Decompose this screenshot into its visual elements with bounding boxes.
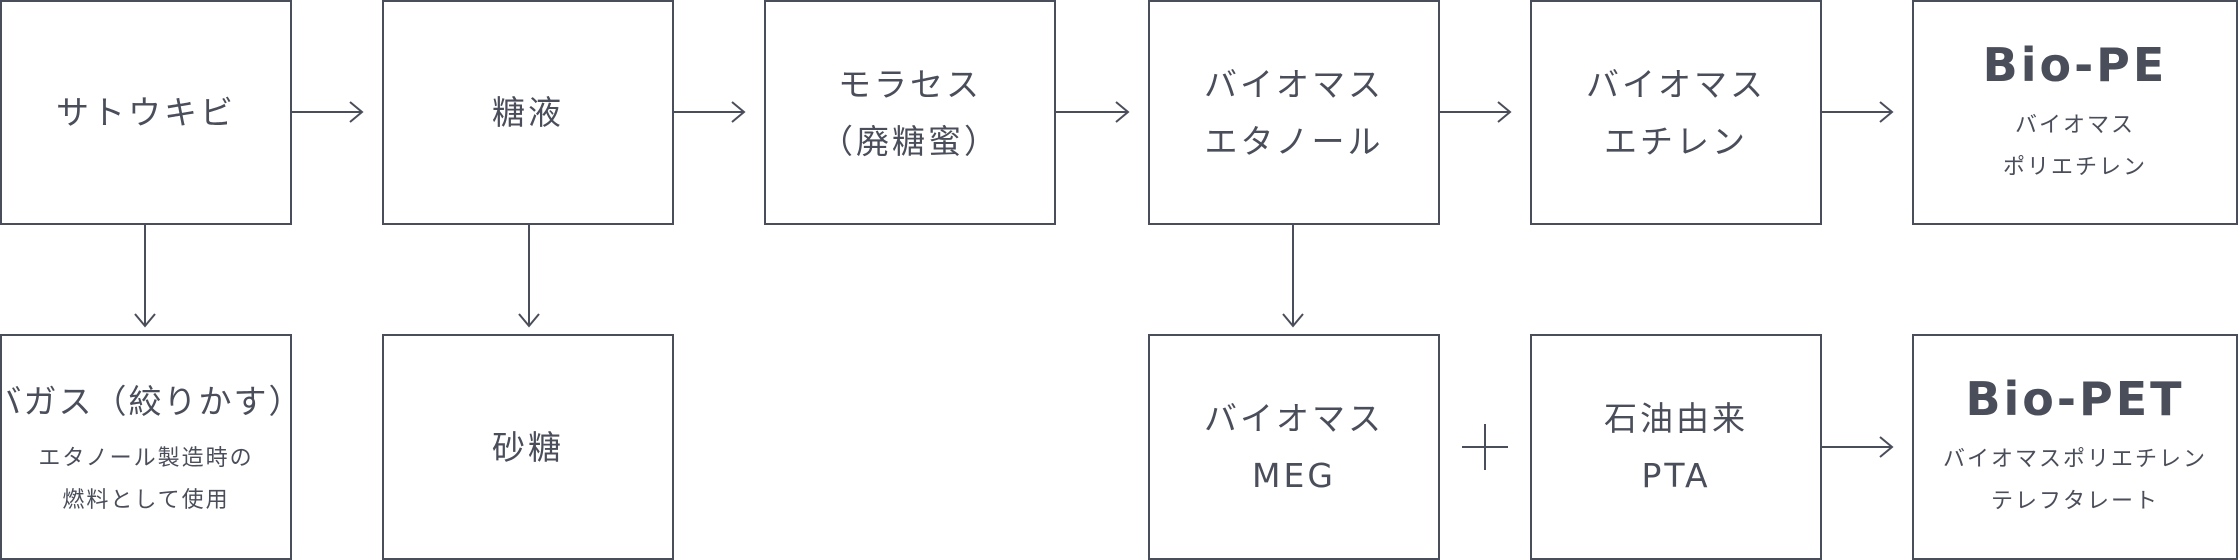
node-sugar-juice: 糖液 <box>382 0 674 225</box>
node-biomass-meg: バイオマス MEG <box>1148 334 1440 560</box>
node-biomass-meg-line2: MEG <box>1252 456 1336 495</box>
node-bio-pet-sub2: テレフタレート <box>1990 489 2159 514</box>
node-biomass-ethanol-line1: バイオマス <box>1204 64 1384 104</box>
node-bio-pe-title: Bio-PE <box>1982 37 2168 92</box>
node-biomass-ethylene-line1: バイオマス <box>1586 64 1766 104</box>
node-bagasse-title: バガス（絞りかす） <box>0 382 304 421</box>
arrow-juice-to-molasses <box>674 101 746 123</box>
node-sugarcane-label: サトウキビ <box>56 93 236 132</box>
node-bagasse: バガス（絞りかす） エタノール製造時の 燃料として使用 <box>0 334 302 560</box>
arrow-ethanol-to-meg <box>1282 224 1304 328</box>
node-bio-pe-sub1: バイオマス <box>2014 112 2135 138</box>
arrow-juice-to-sugar <box>518 224 540 328</box>
node-sugarcane: サトウキビ <box>0 0 292 225</box>
arrow-sugarcane-to-bagasse <box>134 224 156 328</box>
arrow-ethanol-to-ethylene <box>1440 101 1512 123</box>
node-biomass-ethylene-line2: エチレン <box>1604 121 1748 161</box>
node-molasses: モラセス （廃糖蜜） <box>764 0 1056 225</box>
arrow-molasses-to-ethanol <box>1056 101 1130 123</box>
arrow-ethylene-to-biope <box>1822 101 1894 123</box>
node-bio-pet-title: Bio-PET <box>1965 372 2185 426</box>
node-bio-pet-sub1: バイオマスポリエチレン <box>1942 447 2207 472</box>
node-biomass-meg-line1: バイオマス <box>1204 399 1384 438</box>
node-petroleum-pta-line1: 石油由来 <box>1604 399 1748 438</box>
node-petroleum-pta-line2: PTA <box>1641 456 1711 495</box>
arrow-sugarcane-to-juice <box>292 101 364 123</box>
node-biomass-ethanol: バイオマス エタノール <box>1148 0 1440 225</box>
node-sugar-label: 砂糖 <box>492 427 564 467</box>
node-bagasse-sub1: エタノール製造時の <box>38 446 254 471</box>
node-bio-pet: Bio-PET バイオマスポリエチレン テレフタレート <box>1912 334 2238 560</box>
node-biomass-ethylene: バイオマス エチレン <box>1530 0 1822 225</box>
node-molasses-line1: モラセス <box>838 64 982 104</box>
node-bio-pe: Bio-PE バイオマス ポリエチレン <box>1912 0 2238 225</box>
node-bio-pe-sub2: ポリエチレン <box>2002 154 2147 180</box>
plus-sign <box>1462 424 1508 470</box>
arrow-pta-to-biopet <box>1822 436 1894 458</box>
node-molasses-line2: （廃糖蜜） <box>820 121 1000 161</box>
node-sugar: 砂糖 <box>382 334 674 560</box>
node-sugar-juice-label: 糖液 <box>492 93 564 132</box>
node-bagasse-sub2: 燃料として使用 <box>62 488 230 513</box>
node-biomass-ethanol-line2: エタノール <box>1204 121 1384 161</box>
node-petroleum-pta: 石油由来 PTA <box>1530 334 1822 560</box>
